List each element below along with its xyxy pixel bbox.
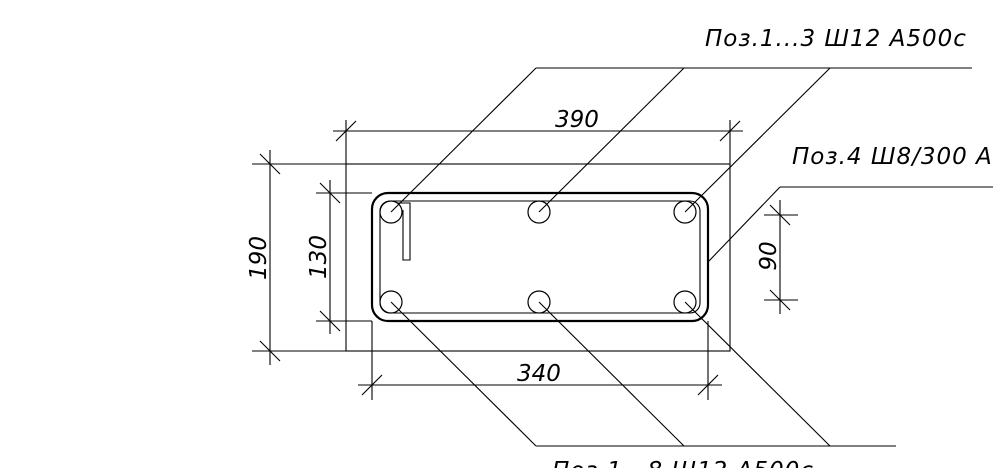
dimension-stirrup-gap: [764, 200, 798, 314]
dimension-bottom-width: [358, 321, 722, 400]
dim-text-bottom-width: 340: [517, 361, 561, 387]
dim-text-stirrup-gap: 90: [756, 241, 782, 270]
leader-bottom-bars: [390, 301, 896, 447]
leader-stirrup: [707, 186, 993, 263]
label-stirrup: Поз.4 Ш8/300 А: [792, 144, 993, 170]
dimension-outer-height: [252, 150, 346, 365]
label-top-bars: Поз.1...3 Ш12 А500с: [705, 26, 967, 52]
leader-top-bars: [390, 67, 972, 213]
concrete-section-outline: [345, 163, 731, 352]
dim-text-top-width: 390: [555, 107, 599, 133]
dim-text-inner-height: 130: [306, 235, 332, 279]
dimension-top-width: [333, 120, 743, 164]
label-bottom-bars: Поз.1...8 Ш12 А500с: [552, 458, 814, 468]
dim-text-outer-height: 190: [246, 236, 272, 280]
stirrup-hook: [398, 202, 411, 261]
stirrup-outer: [370, 191, 710, 323]
dimension-inner-height: [316, 180, 372, 334]
